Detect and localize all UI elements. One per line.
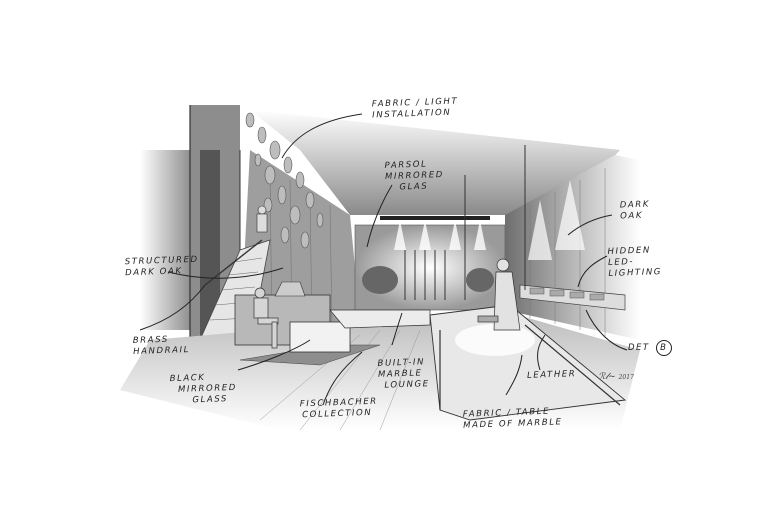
signature-year: 2017 (618, 374, 634, 381)
label-fabric-table-marble: FABRIC / TABLE MADE OF MARBLE (463, 406, 563, 431)
plants (362, 266, 494, 294)
label-line: OAK (620, 210, 644, 222)
signature-mark: ℛ𝓁~ (598, 372, 619, 382)
oak-wall (240, 150, 360, 340)
detail-circle: B (655, 340, 672, 356)
standing-woman (477, 258, 521, 331)
label-brass-handrail: BRASS HANDRAIL (133, 334, 191, 358)
label-parsol-glass: PARSOL MIRRORED GLAS (384, 159, 444, 194)
seated-man (253, 287, 279, 349)
detail-reference: DET B (628, 340, 672, 356)
brass-handrail (204, 239, 263, 286)
label-built-in-marble-lounge: BUILT-IN MARBLE LOUNGE (377, 357, 429, 392)
woman-on-stairs (256, 205, 268, 233)
marble-lounge (329, 309, 431, 329)
label-line: GLAS (399, 181, 429, 193)
detail-label: DET (628, 343, 650, 353)
label-dark-oak: DARK OAK (620, 199, 651, 222)
signature: ℛ𝓁~ 2017 (598, 372, 634, 382)
label-line: LIGHTING (608, 267, 663, 279)
label-fischbacher-collection: FISCHBACHER COLLECTION (300, 397, 379, 422)
label-line: LEATHER (526, 369, 577, 381)
annotation-arrows (139, 113, 628, 406)
label-line: DARK (619, 199, 651, 211)
label-structured-dark-oak: STRUCTURED DARK OAK (125, 255, 200, 280)
ceiling (250, 110, 620, 215)
label-fabric-light-installation: FABRIC / LIGHT INSTALLATION (372, 96, 459, 121)
label-line: HANDRAIL (133, 345, 191, 357)
light-installation (245, 112, 324, 249)
label-line: LOUNGE (384, 379, 430, 391)
coffee-table (289, 321, 351, 353)
label-hidden-led-lighting: HIDDEN LED- LIGHTING (607, 245, 662, 280)
label-black-mirrored-glass: BLACK MIRRORED GLASS (169, 372, 237, 407)
lamp (274, 281, 306, 297)
label-leather: LEATHER (527, 369, 577, 382)
